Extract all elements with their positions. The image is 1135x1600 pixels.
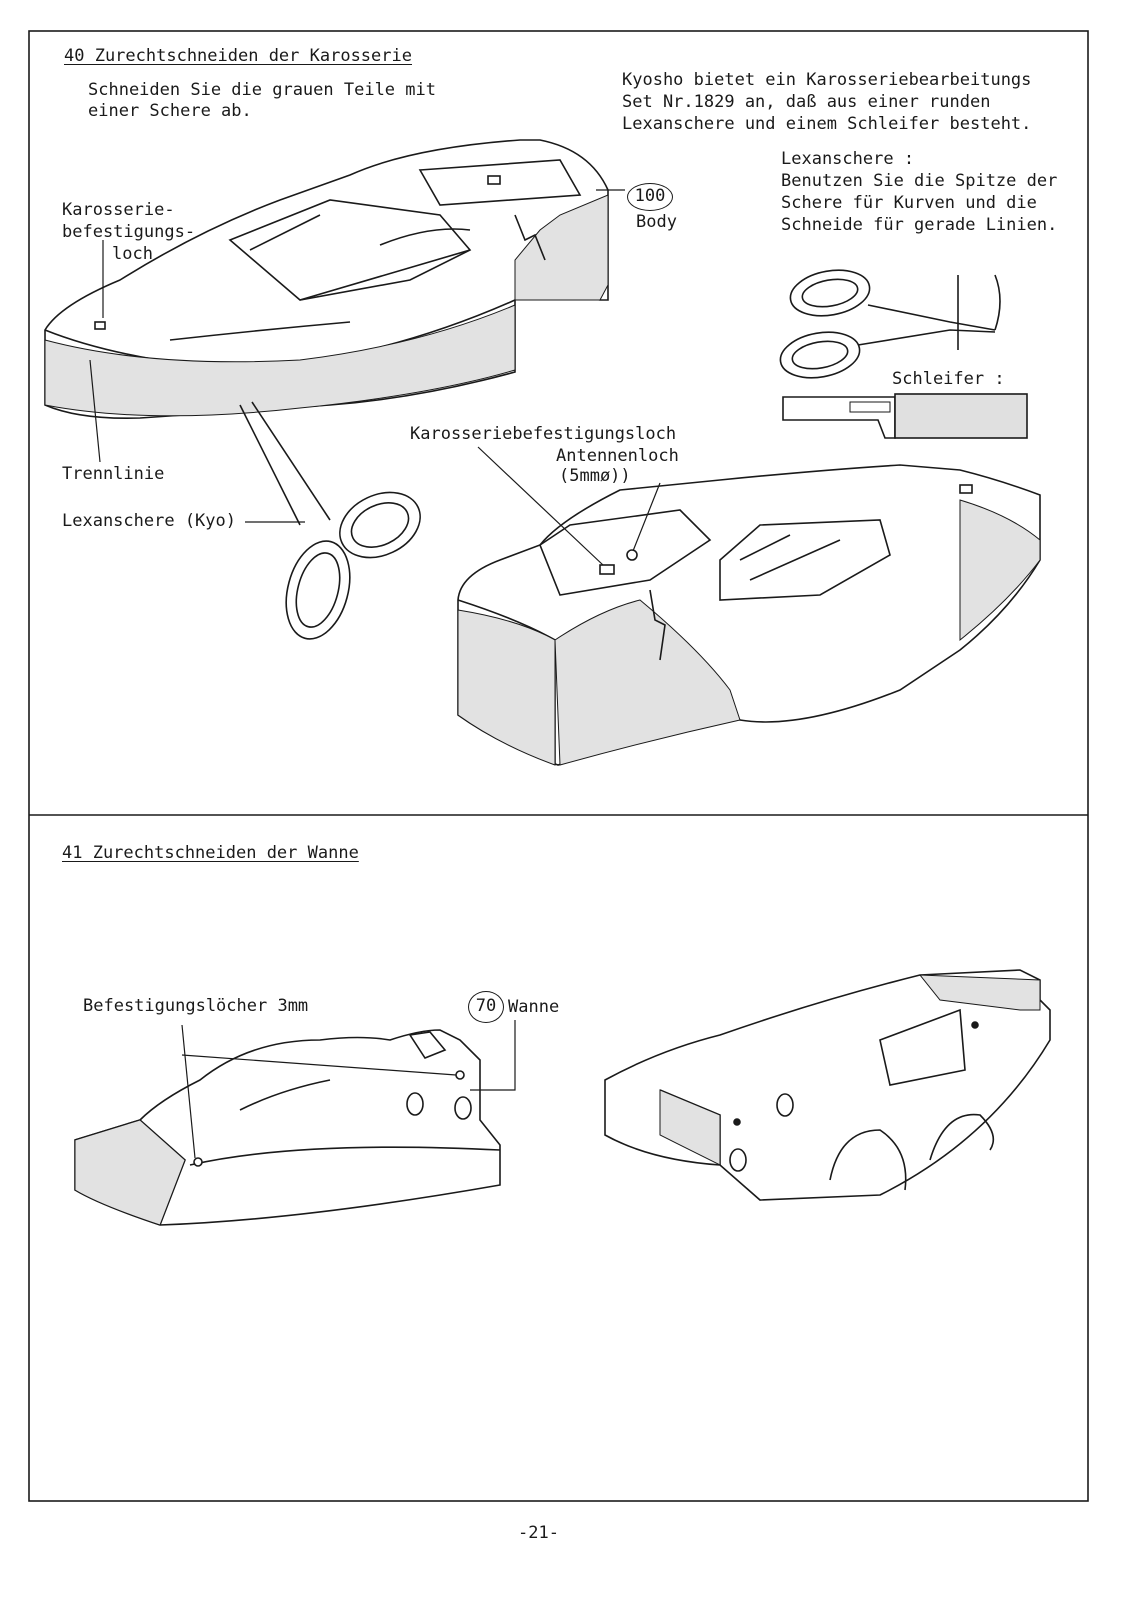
schleifer-tool-drawing: [782, 393, 1028, 439]
page-frame: [28, 30, 1089, 1502]
part-number-100: 100: [627, 183, 673, 211]
mount-hole-full-label: Karosseriebefestigungsloch: [410, 424, 677, 444]
mount-hole-label-line-2: befestigungs-: [62, 222, 196, 242]
body-shell-left-drawing: [44, 139, 609, 420]
page-number: -21-: [518, 1523, 559, 1543]
section-40-intro-line-1: Schneiden Sie die grauen Teile mit: [88, 80, 436, 100]
trennlinie-label: Trennlinie: [62, 464, 165, 484]
antenna-hole-label: Antennenloch: [556, 446, 679, 466]
part-number-70: 70: [468, 991, 504, 1023]
lexan-line-3: Schneide für gerade Linien.: [781, 215, 1058, 235]
body-mount-hole-mark: [94, 321, 106, 330]
section-40-intro-line-2: einer Schere ab.: [88, 101, 252, 121]
lexan-scissors-drawing: [239, 401, 421, 640]
kit-note-line-2: Set Nr.1829 an, daß aus einer runden: [622, 92, 991, 112]
part-name-wanne: Wanne: [508, 997, 560, 1017]
wanne-left-drawing: [74, 1029, 501, 1226]
lexan-line-2: Schere für Kurven und die: [781, 193, 1037, 213]
kit-note-line-3: Lexanschere und einem Schleifer besteht.: [622, 114, 1032, 134]
mounting-holes-label: Befestigungslöcher 3mm: [83, 996, 309, 1016]
lexan-line-1: Benutzen Sie die Spitze der: [781, 171, 1058, 191]
antenna-hole-size: (5mmø)): [559, 466, 631, 486]
section-40-title: 40 Zurechtschneiden der Karosserie: [64, 46, 412, 66]
wanne-right-drawing: [604, 969, 1051, 1201]
schleifer-label: Schleifer :: [892, 369, 1005, 389]
lexan-title: Lexanschere :: [781, 149, 915, 169]
mount-hole-label-line-1: Karosserie-: [62, 200, 175, 220]
lexanschere-kyo-label: Lexanschere (Kyo): [62, 511, 236, 531]
section-41-title: 41 Zurechtschneiden der Wanne: [62, 843, 359, 863]
kyosho-scissors-drawing: [779, 269, 1001, 379]
kit-note-line-1: Kyosho bietet ein Karosseriebearbeitungs: [622, 70, 1032, 90]
part-name-body: Body: [636, 212, 677, 232]
antenna-hole-mark: [599, 564, 615, 575]
mount-hole-label-line-3: loch: [112, 244, 153, 264]
body-shell-right-drawing: [457, 464, 1041, 766]
